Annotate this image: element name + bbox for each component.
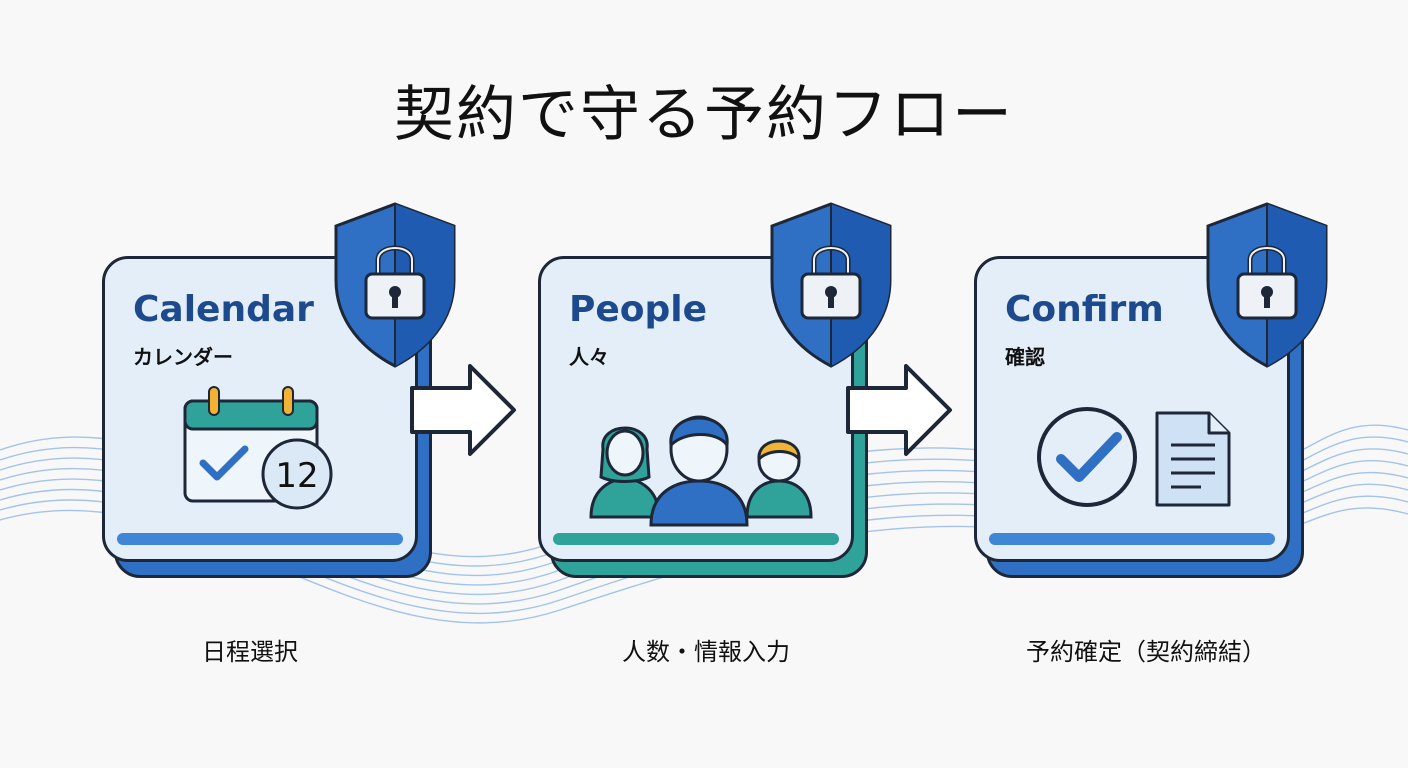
card-accent-bar bbox=[989, 533, 1275, 545]
card: Calendar カレンダー 12 bbox=[102, 256, 418, 562]
card-title: People bbox=[569, 289, 708, 330]
card-title: Confirm bbox=[1005, 289, 1164, 330]
calendar-icon: 12 bbox=[183, 386, 333, 510]
card-title: Calendar bbox=[133, 289, 314, 330]
step-caption: 日程選択 bbox=[202, 638, 298, 666]
arrow-right-icon bbox=[410, 364, 516, 456]
shield-lock-icon bbox=[1206, 202, 1328, 368]
shield-lock-icon bbox=[334, 202, 456, 368]
step-people: People 人々 bbox=[536, 200, 896, 590]
people-icon bbox=[589, 415, 813, 527]
card-subtitle: 人々 bbox=[569, 345, 609, 369]
step-confirm: Confirm 確認 bbox=[972, 200, 1332, 590]
card-subtitle: 確認 bbox=[1005, 345, 1045, 369]
shield-lock-icon bbox=[770, 202, 892, 368]
arrow-right-icon bbox=[846, 364, 952, 456]
confirm-icon bbox=[1037, 407, 1231, 507]
card-subtitle: カレンダー bbox=[133, 345, 233, 369]
page-title: 契約で守る予約フロー bbox=[394, 80, 1014, 150]
step-caption: 予約確定（契約締結） bbox=[1026, 638, 1266, 666]
step-calendar: Calendar カレンダー 12 bbox=[100, 200, 460, 590]
card-accent-bar bbox=[117, 533, 403, 545]
step-caption: 人数・情報入力 bbox=[622, 638, 790, 666]
calendar-day-number: 12 bbox=[275, 456, 318, 496]
card-accent-bar bbox=[553, 533, 839, 545]
